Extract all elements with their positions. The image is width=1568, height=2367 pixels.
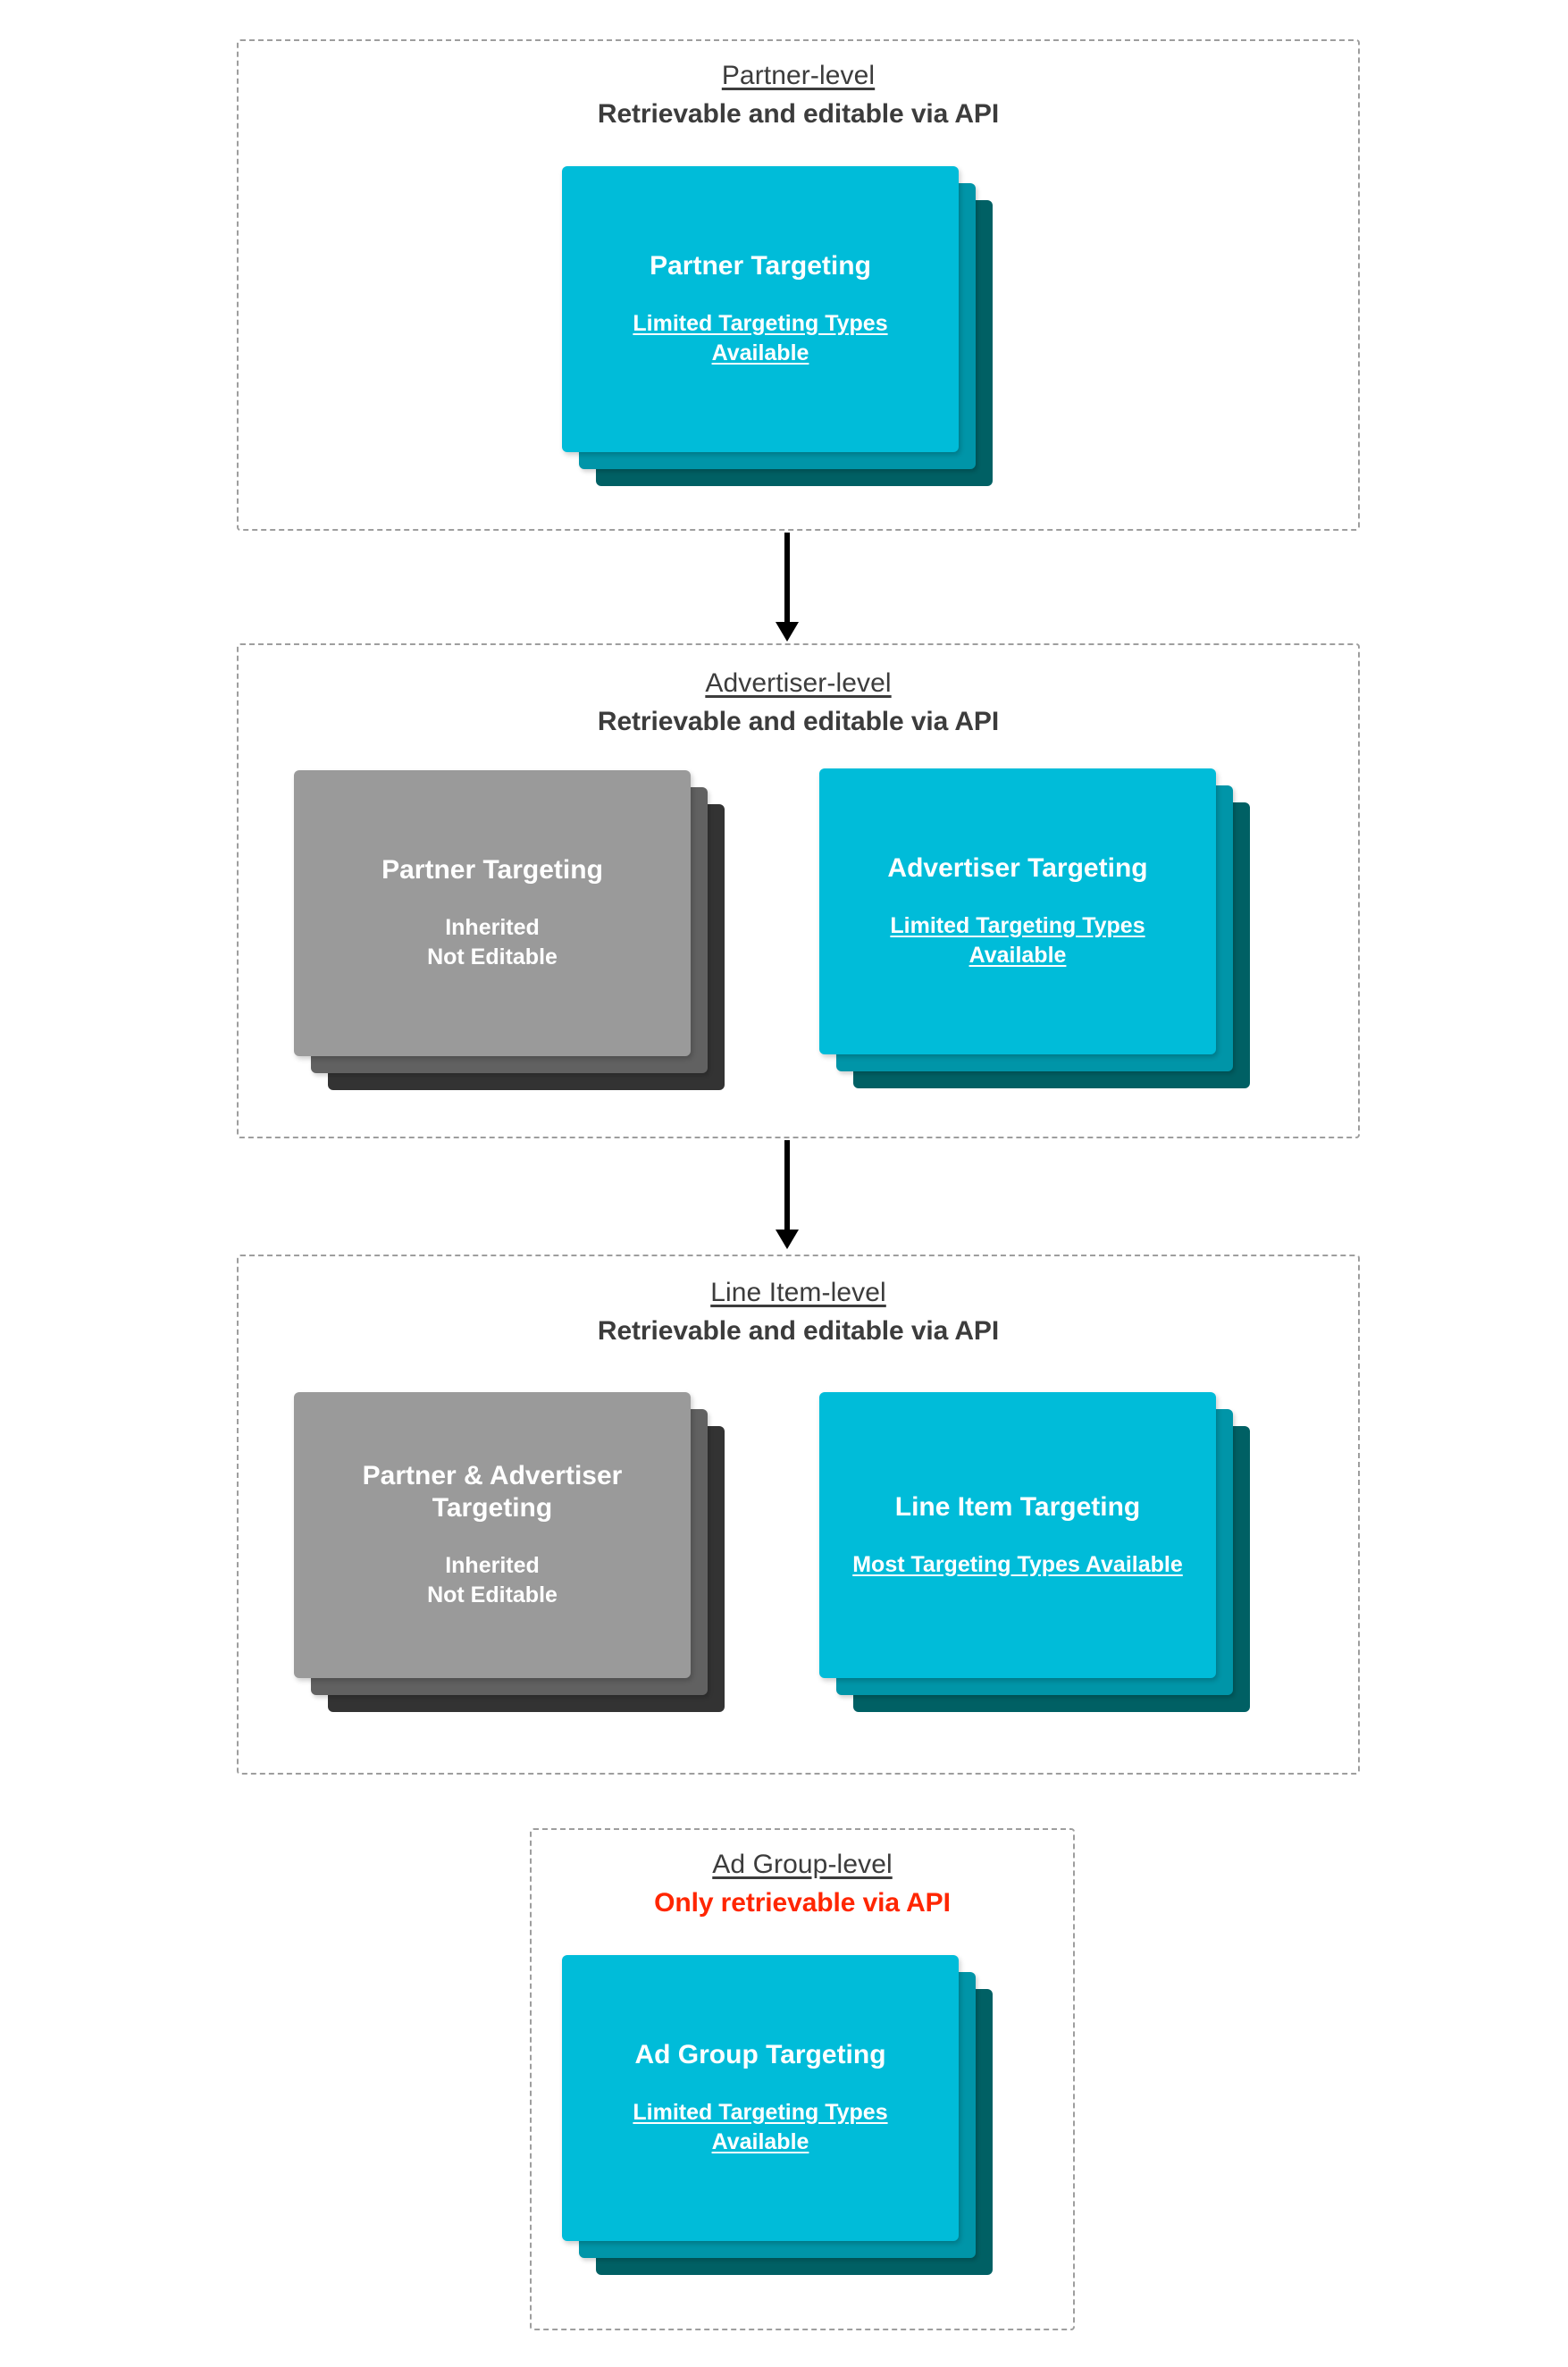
card-subtitle: Most Targeting Types Available [852, 1551, 1183, 1577]
connector-arrow-advertiser-to-lineitem [776, 1140, 799, 1249]
card-subtitle: Limited Targeting Types Available [633, 311, 888, 365]
card-layer-front[interactable]: Ad Group Targeting Limited Targeting Typ… [562, 1955, 959, 2241]
arrow-head-icon [776, 1230, 799, 1249]
level-heading-partner: Partner-level Retrievable and editable v… [239, 59, 1358, 132]
level-title-line-item: Line Item-level [710, 1278, 886, 1307]
card-subtitle: Limited Targeting Types Available [890, 913, 1145, 968]
level-api-note-ad-group: Only retrievable via API [654, 1888, 951, 1918]
level-container-line-item: Line Item-level Retrievable and editable… [237, 1255, 1360, 1775]
card-layer-front[interactable]: Partner & Advertiser Targeting Inherited… [294, 1392, 691, 1678]
level-title-ad-group: Ad Group-level [712, 1850, 893, 1879]
level-heading-advertiser: Advertiser-level Retrievable and editabl… [239, 667, 1358, 740]
level-container-advertiser: Advertiser-level Retrievable and editabl… [237, 643, 1360, 1138]
card-layer-front[interactable]: Partner Targeting Inherited Not Editable [294, 770, 691, 1056]
card-title: Partner Targeting [382, 855, 603, 885]
card-title: Partner & Advertiser Targeting [362, 1461, 623, 1523]
card-title: Partner Targeting [650, 251, 871, 281]
card-stack-line-item-targeting[interactable]: Line Item Targeting Most Targeting Types… [819, 1392, 1250, 1712]
arrow-shaft [784, 1140, 790, 1230]
level-title-partner: Partner-level [721, 61, 876, 90]
level-container-ad-group: Ad Group-level Only retrievable via API … [530, 1828, 1075, 2330]
card-subtitle: Inherited Not Editable [427, 915, 558, 969]
card-stack-partner-targeting[interactable]: Partner Targeting Limited Targeting Type… [562, 166, 993, 486]
level-title-advertiser: Advertiser-level [705, 668, 892, 698]
card-layer-front[interactable]: Line Item Targeting Most Targeting Types… [819, 1392, 1216, 1678]
card-title: Line Item Targeting [894, 1491, 1141, 1522]
level-heading-ad-group: Ad Group-level Only retrievable via API [532, 1848, 1073, 1921]
card-stack-advertiser-targeting[interactable]: Advertiser Targeting Limited Targeting T… [819, 768, 1250, 1088]
card-layer-front[interactable]: Advertiser Targeting Limited Targeting T… [819, 768, 1216, 1054]
level-api-note-line-item: Retrievable and editable via API [597, 1316, 1000, 1347]
card-stack-advertiser-inherited-partner[interactable]: Partner Targeting Inherited Not Editable [294, 770, 725, 1090]
card-stack-lineitem-inherited-partner-advertiser[interactable]: Partner & Advertiser Targeting Inherited… [294, 1392, 725, 1712]
card-subtitle: Limited Targeting Types Available [633, 2100, 888, 2154]
card-title: Ad Group Targeting [634, 2040, 886, 2069]
card-stack-ad-group-targeting[interactable]: Ad Group Targeting Limited Targeting Typ… [562, 1955, 993, 2275]
card-subtitle: Inherited Not Editable [427, 1553, 558, 1607]
card-layer-front[interactable]: Partner Targeting Limited Targeting Type… [562, 166, 959, 452]
level-container-partner: Partner-level Retrievable and editable v… [237, 39, 1360, 531]
level-api-note-advertiser: Retrievable and editable via API [597, 707, 1000, 737]
connector-arrow-partner-to-advertiser [776, 533, 799, 642]
arrow-head-icon [776, 622, 799, 642]
card-title: Advertiser Targeting [887, 853, 1148, 883]
level-api-note-partner: Retrievable and editable via API [597, 99, 1000, 130]
arrow-shaft [784, 533, 790, 622]
level-heading-line-item: Line Item-level Retrievable and editable… [239, 1276, 1358, 1349]
